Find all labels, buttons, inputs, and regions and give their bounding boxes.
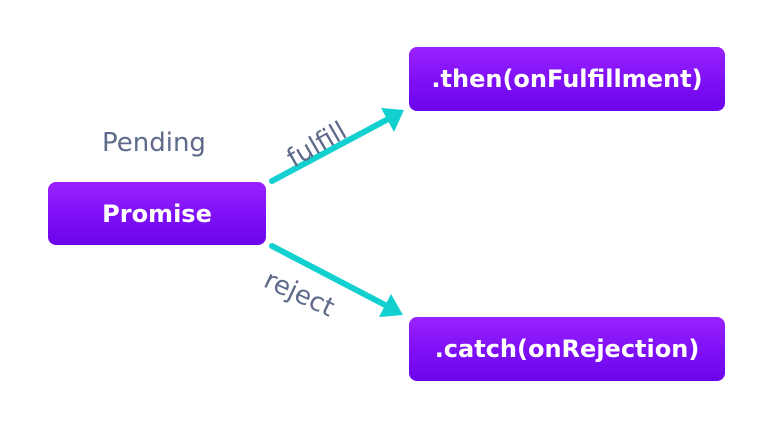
promise-node-label: Promise xyxy=(102,199,212,228)
then-node: .then(onFulfillment) xyxy=(409,47,725,111)
promise-node: Promise xyxy=(48,182,266,245)
pending-label: Pending xyxy=(102,128,206,158)
catch-node-label: .catch(onRejection) xyxy=(434,335,700,363)
fulfill-arrow xyxy=(269,114,395,184)
then-node-label: .then(onFulfillment) xyxy=(431,65,703,93)
reject-arrowhead xyxy=(379,294,403,317)
catch-node: .catch(onRejection) xyxy=(409,317,725,381)
reject-arrow xyxy=(269,243,392,310)
fulfill-arrowhead xyxy=(381,108,404,132)
